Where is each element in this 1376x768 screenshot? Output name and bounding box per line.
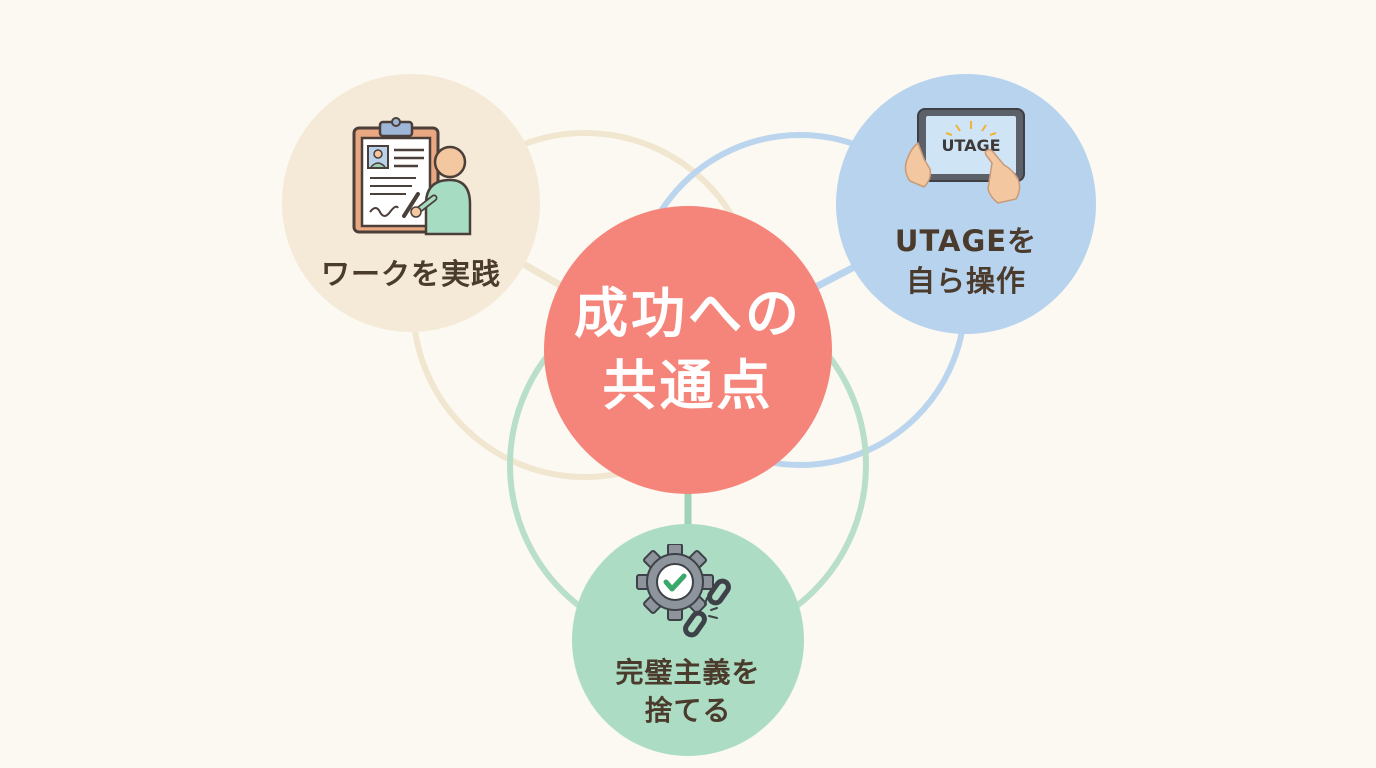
node-perfect: 完璧主義を 捨てる [572, 524, 804, 756]
node-utage-label: UTAGEを 自ら操作 [894, 224, 1038, 298]
node-work-label: ワークを実践 [320, 257, 501, 291]
link-utage-center [808, 261, 860, 294]
node-perfect-label: 完璧主義を 捨てる [615, 656, 761, 727]
node-utage: UTAGE UTAGEを 自ら操作 [836, 74, 1096, 334]
center-label: 成功への 共通点 [574, 282, 802, 417]
clipboard-writing-icon [352, 117, 472, 236]
node-center: 成功への 共通点 [544, 206, 832, 494]
node-work: ワークを実践 [282, 74, 540, 332]
tablet-touch-icon: UTAGE [904, 108, 1025, 204]
gear-check-broken-chain-icon [636, 544, 731, 638]
